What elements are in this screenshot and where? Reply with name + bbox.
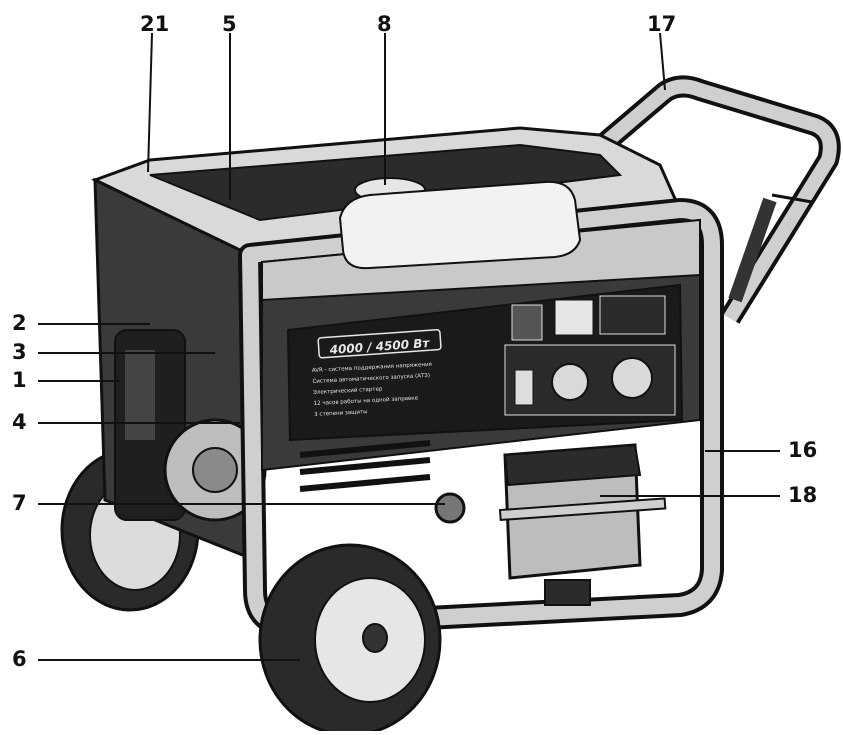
callout-2: 2 <box>12 311 27 335</box>
leader-lines <box>38 32 780 661</box>
callout-5: 5 <box>222 12 237 36</box>
callout-6: 6 <box>12 647 27 671</box>
callout-16: 16 <box>788 438 818 462</box>
callout-21: 21 <box>140 12 170 36</box>
callout-3: 3 <box>12 340 27 364</box>
callout-8: 8 <box>377 12 392 36</box>
battery <box>498 443 667 606</box>
callout-18: 18 <box>788 483 818 507</box>
control-panel: 4000 / 4500 Вт AVR - система поддержания… <box>286 283 684 442</box>
front-wheel <box>258 543 442 735</box>
feature-4: 3 степени защиты <box>314 409 368 418</box>
callout-4: 4 <box>12 410 27 434</box>
voltmeter <box>554 299 594 336</box>
socket-1 <box>551 363 589 401</box>
callout-7: 7 <box>12 491 27 515</box>
callout-17: 17 <box>647 12 677 36</box>
callout-1: 1 <box>12 368 27 392</box>
feature-2: Электрический стартер <box>313 385 383 396</box>
oil-plug <box>434 492 466 524</box>
socket-2 <box>611 357 653 399</box>
